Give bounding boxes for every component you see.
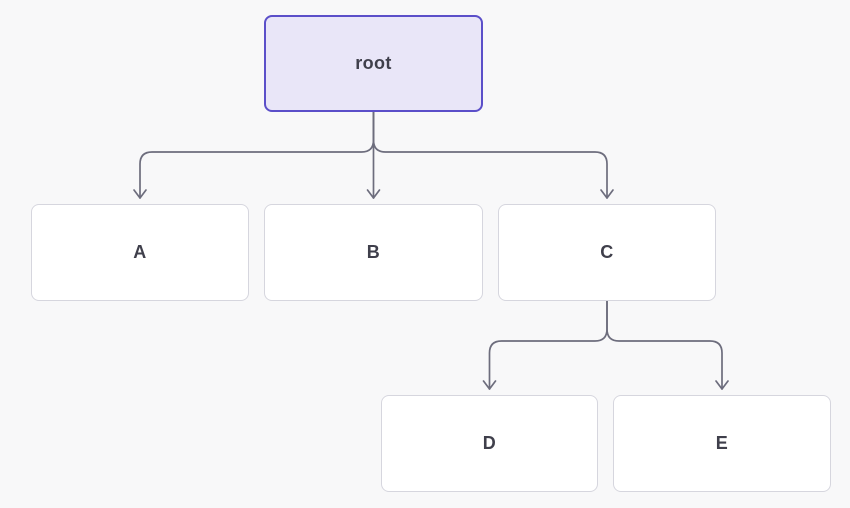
node-label: root [355, 53, 392, 73]
node-C[interactable]: C [498, 204, 716, 301]
node-label: D [482, 433, 497, 453]
node-D[interactable]: D [381, 395, 598, 492]
node-label: C [600, 242, 614, 262]
node-label: E [715, 433, 729, 453]
node-label: A [133, 242, 147, 262]
node-E[interactable]: E [613, 395, 831, 492]
node-B[interactable]: B [264, 204, 483, 301]
node-root[interactable]: root [264, 15, 483, 112]
node-A[interactable]: A [31, 204, 249, 301]
node-label: B [366, 242, 381, 262]
